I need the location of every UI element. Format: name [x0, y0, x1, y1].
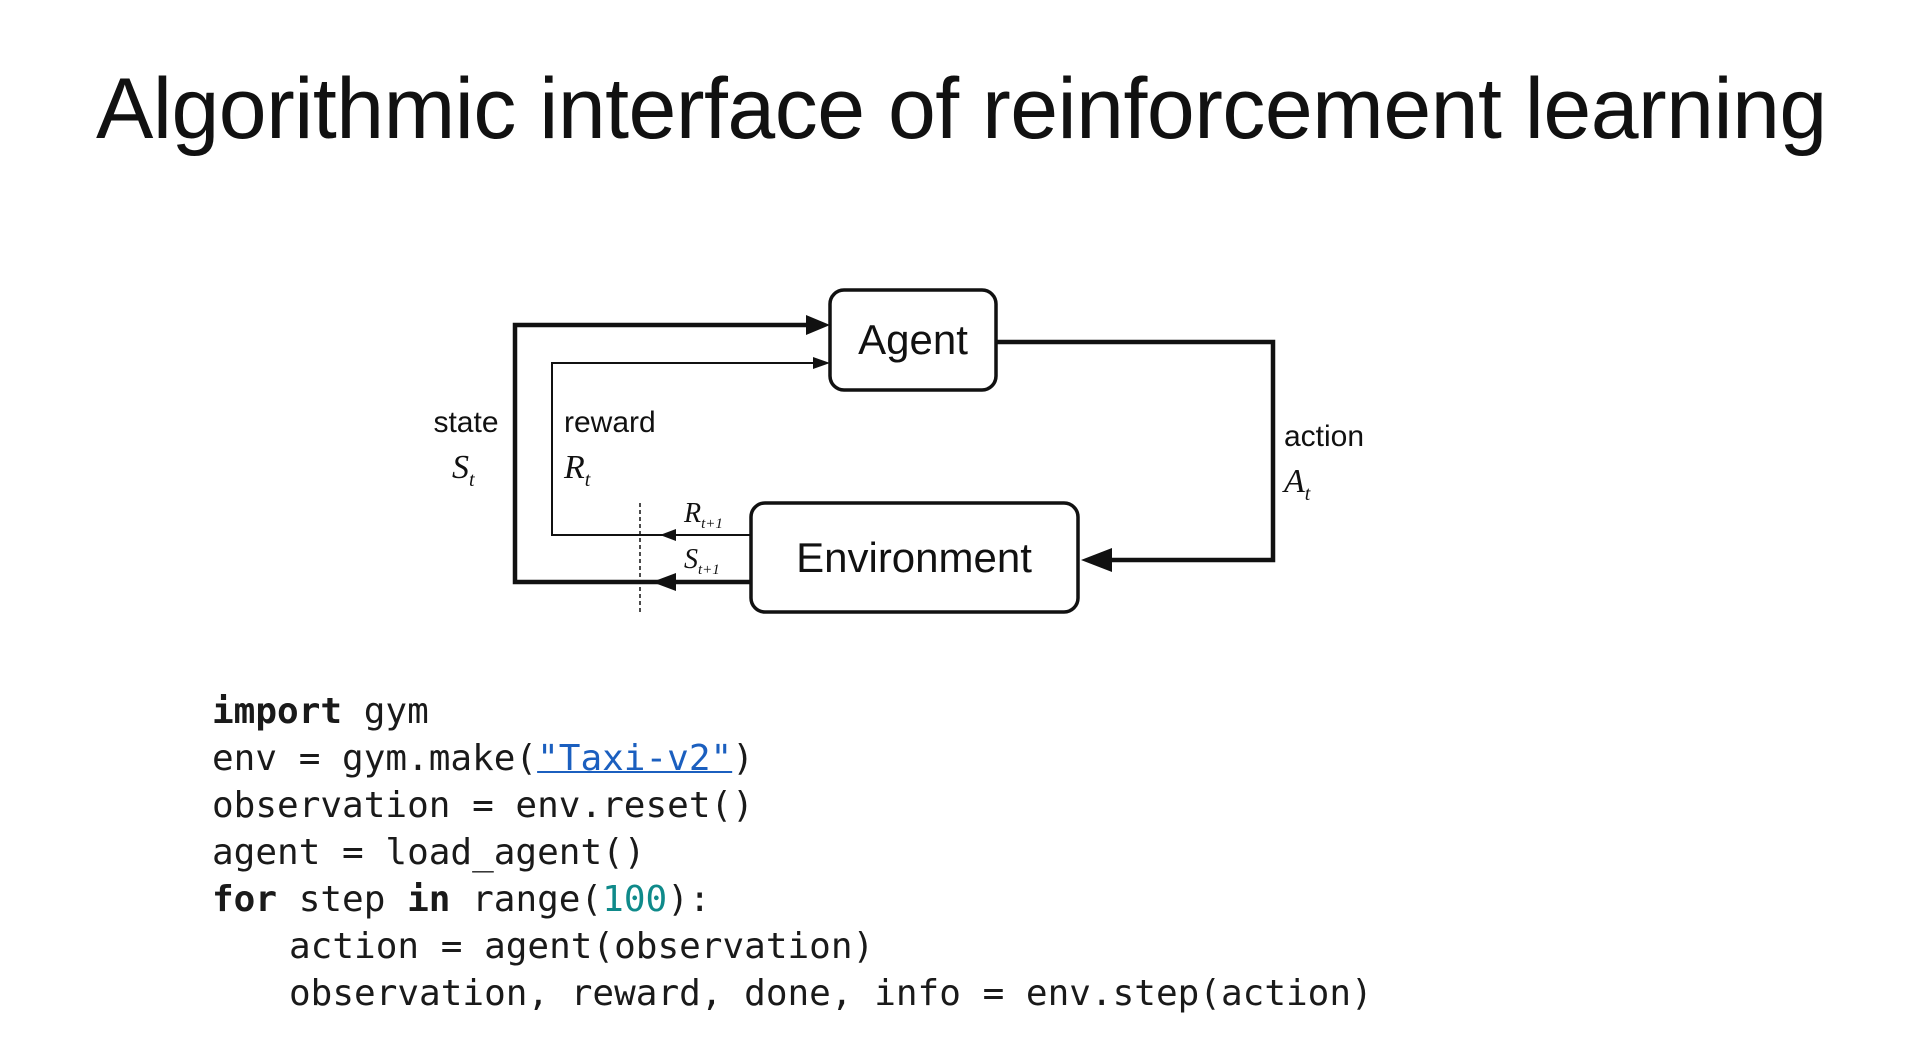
- action-arrowhead: [1081, 548, 1112, 572]
- state-label: state: [433, 406, 498, 439]
- reward-arrow: [551, 362, 814, 536]
- action-symbol: At: [1282, 463, 1311, 505]
- number-literal: 100: [602, 879, 668, 920]
- next-state-symbol: St+1: [684, 544, 720, 578]
- environment-label: Environment: [796, 534, 1032, 581]
- action-label: action: [1284, 420, 1364, 453]
- code-line-4: agent = load_agent(): [212, 832, 646, 873]
- state-symbol: St: [452, 449, 475, 491]
- state-arrowhead: [806, 315, 830, 335]
- code-line-2: env = gym.make("Taxi-v2"): [212, 738, 754, 779]
- reward-label: reward: [564, 406, 656, 439]
- keyword-in: in: [407, 879, 451, 920]
- code-line-6: action = agent(observation): [289, 926, 875, 967]
- code-snippet: import gym env = gym.make("Taxi-v2") obser…: [212, 688, 1373, 1017]
- keyword-for: for: [212, 879, 278, 920]
- code-line-1: import gym: [212, 691, 429, 732]
- code-line-7: observation, reward, done, info = env.st…: [289, 973, 1373, 1014]
- next-reward-symbol: Rt+1: [683, 498, 723, 532]
- action-arrow: [996, 339, 1276, 563]
- reward-symbol: Rt: [563, 449, 591, 491]
- environment-box: [749, 501, 1080, 614]
- code-line-3: observation = env.reset(): [212, 785, 754, 826]
- next-reward-arrowhead: [660, 529, 676, 541]
- slide-title: Algorithmic interface of reinforcement l…: [96, 61, 1827, 157]
- taxi-v2-link[interactable]: "Taxi-v2": [537, 738, 733, 779]
- keyword-import: import: [212, 691, 343, 732]
- reward-arrowhead: [813, 357, 830, 369]
- state-arrow: [512, 322, 808, 585]
- code-line-5: for step in range(100):: [212, 879, 711, 920]
- agent-label: Agent: [858, 316, 968, 363]
- next-state-arrowhead: [652, 573, 676, 591]
